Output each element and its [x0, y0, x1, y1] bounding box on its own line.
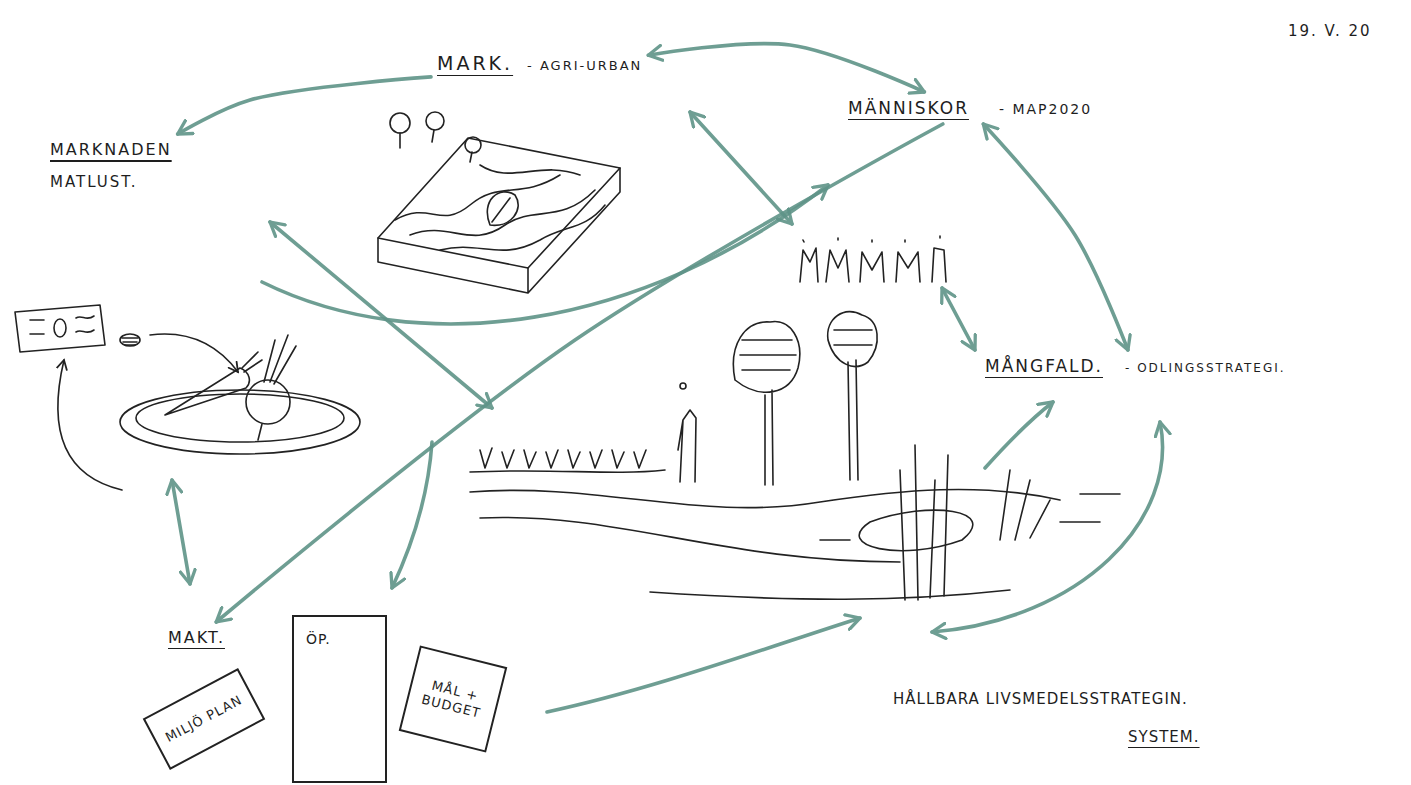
person-figure — [800, 240, 818, 282]
person-figure — [826, 238, 849, 282]
concept-heading: MÅNGFALD. - ODLINGSSTRATEGI. — [985, 356, 1286, 376]
tree-sketch — [733, 322, 799, 485]
tree-crown — [390, 113, 410, 133]
system-note: SYSTEM. — [1128, 728, 1200, 746]
grass-tufts — [480, 448, 646, 468]
water-dash — [820, 494, 1120, 540]
node-subtitle: - MAP2020 — [999, 101, 1092, 117]
cycle-arrow — [58, 360, 122, 490]
node-title: MILJÖ PLAN — [163, 692, 245, 745]
document-sketch: MILJÖ PLAN — [143, 668, 266, 770]
person-walking — [678, 410, 696, 482]
relation-arrow — [983, 124, 1128, 350]
document-sketch: MÅL + BUDGET — [399, 645, 508, 752]
concept-heading: MAKT. — [168, 628, 225, 647]
block-side — [378, 168, 620, 293]
relation-arrow — [178, 77, 431, 134]
document-sketch: ÖP. — [292, 615, 387, 783]
node-title: MARK. — [437, 52, 513, 74]
beet-leaves — [258, 335, 296, 440]
ground-line — [470, 470, 665, 472]
relation-arrow — [262, 185, 828, 324]
landscape-sketch — [470, 312, 1120, 600]
plate-rim — [136, 394, 344, 442]
plate — [120, 390, 360, 454]
node-subtitle: - AGRI-URBAN — [527, 58, 642, 73]
relation-arrow — [547, 618, 860, 712]
coin-hatch — [122, 338, 138, 345]
beet — [246, 380, 290, 424]
banknote — [15, 305, 105, 352]
relation-arrow — [932, 422, 1163, 632]
person-head — [680, 383, 686, 389]
water-line — [650, 590, 1010, 599]
node-subtitle: MATLUST. — [50, 173, 137, 191]
money-sketch — [15, 305, 140, 352]
contour-line — [480, 165, 580, 175]
reeds — [900, 445, 1050, 600]
date-note: 19. V. 20 — [1288, 22, 1372, 40]
tree-sketch — [828, 312, 877, 480]
leaf-shape — [487, 192, 518, 225]
relation-arrow — [985, 402, 1053, 468]
carrot — [165, 352, 262, 415]
relation-arrow — [216, 124, 943, 622]
node-subtitle: - ODLINGSSTRATEGI. — [1125, 361, 1286, 375]
contour-line — [395, 175, 560, 220]
concept-heading: MARKNADEN MATLUST. — [50, 140, 172, 191]
people-sketch — [800, 236, 946, 282]
relation-arrow — [648, 44, 924, 92]
node-title: MÄNNISKOR — [848, 98, 969, 118]
concept-heading: MÄNNISKOR - MAP2020 — [848, 98, 1092, 118]
tree-crown — [426, 112, 444, 130]
node-title: MARKNADEN — [50, 140, 172, 159]
person-figure — [932, 236, 946, 282]
relation-arrow — [172, 480, 190, 584]
coin — [120, 334, 140, 346]
water-line — [470, 489, 1060, 507]
banknote-mark — [54, 319, 66, 337]
system-note: HÅLLBARA LIVSMEDELSSTRATEGIN. — [893, 690, 1188, 708]
person-figure — [896, 240, 920, 282]
node-title: MÅNGFALD. — [985, 356, 1103, 376]
block-top — [378, 138, 620, 268]
land-block-sketch — [378, 112, 620, 293]
tree-crown — [465, 137, 481, 153]
banknote-mark — [30, 316, 94, 334]
plate-sketch — [58, 334, 360, 490]
cycle-arrow — [150, 334, 238, 372]
node-title: MAKT. — [168, 628, 225, 647]
tree-hatch — [740, 330, 872, 370]
relation-arrow — [942, 288, 975, 350]
node-title: MÅL + BUDGET — [413, 675, 492, 723]
tree-sketch — [400, 130, 472, 162]
relation-arrow — [690, 112, 792, 224]
connector-layer — [178, 44, 1128, 622]
person-figure — [860, 240, 884, 282]
relation-arrow — [270, 222, 492, 408]
concept-heading: MARK. - AGRI-URBAN — [437, 52, 642, 74]
node-title: ÖP. — [306, 631, 331, 648]
contour-line — [440, 205, 605, 250]
